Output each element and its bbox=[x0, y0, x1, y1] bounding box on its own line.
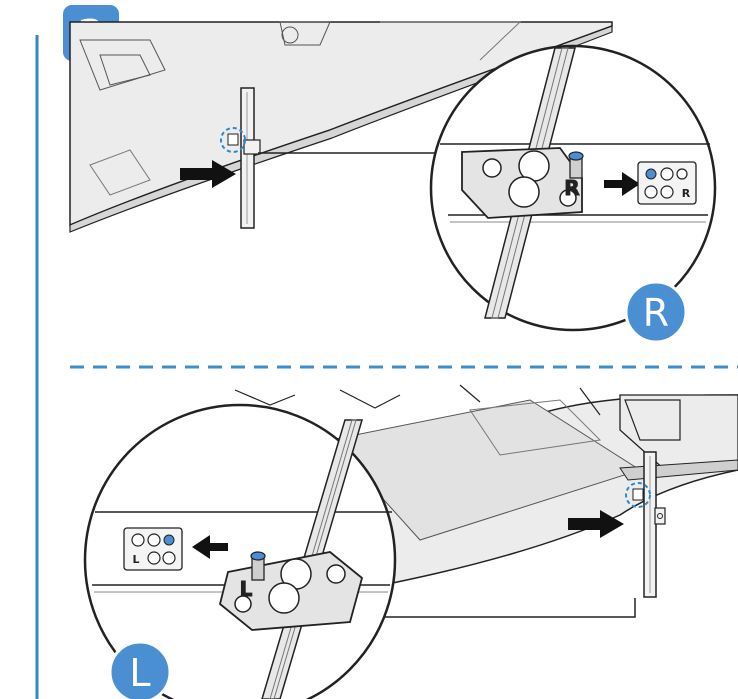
plate-engraving-left: L bbox=[240, 577, 253, 601]
detail-arrow-left bbox=[192, 535, 228, 559]
magnified-view-left: L L bbox=[83, 403, 397, 699]
magnified-view-right: R R bbox=[429, 44, 717, 332]
hole-card-label-right: R bbox=[682, 187, 691, 200]
side-badge-right: R bbox=[624, 280, 688, 344]
side-label-right: R bbox=[643, 291, 669, 335]
detail-arrow-right bbox=[604, 172, 640, 196]
insertion-highlight-left bbox=[625, 482, 651, 508]
side-label-left: L bbox=[129, 651, 150, 695]
insert-arrow-left bbox=[568, 510, 624, 538]
insertion-highlight-right bbox=[220, 127, 246, 153]
plate-engraving-right: R bbox=[564, 176, 579, 200]
hole-card-label-left: L bbox=[132, 553, 139, 566]
side-badge-left: L bbox=[108, 640, 172, 699]
insert-arrow-right bbox=[180, 160, 236, 188]
stand-leg-right bbox=[240, 87, 261, 229]
tv-right-view bbox=[69, 21, 613, 233]
stand-leg-left bbox=[643, 451, 666, 598]
leader-line-left bbox=[384, 598, 636, 618]
